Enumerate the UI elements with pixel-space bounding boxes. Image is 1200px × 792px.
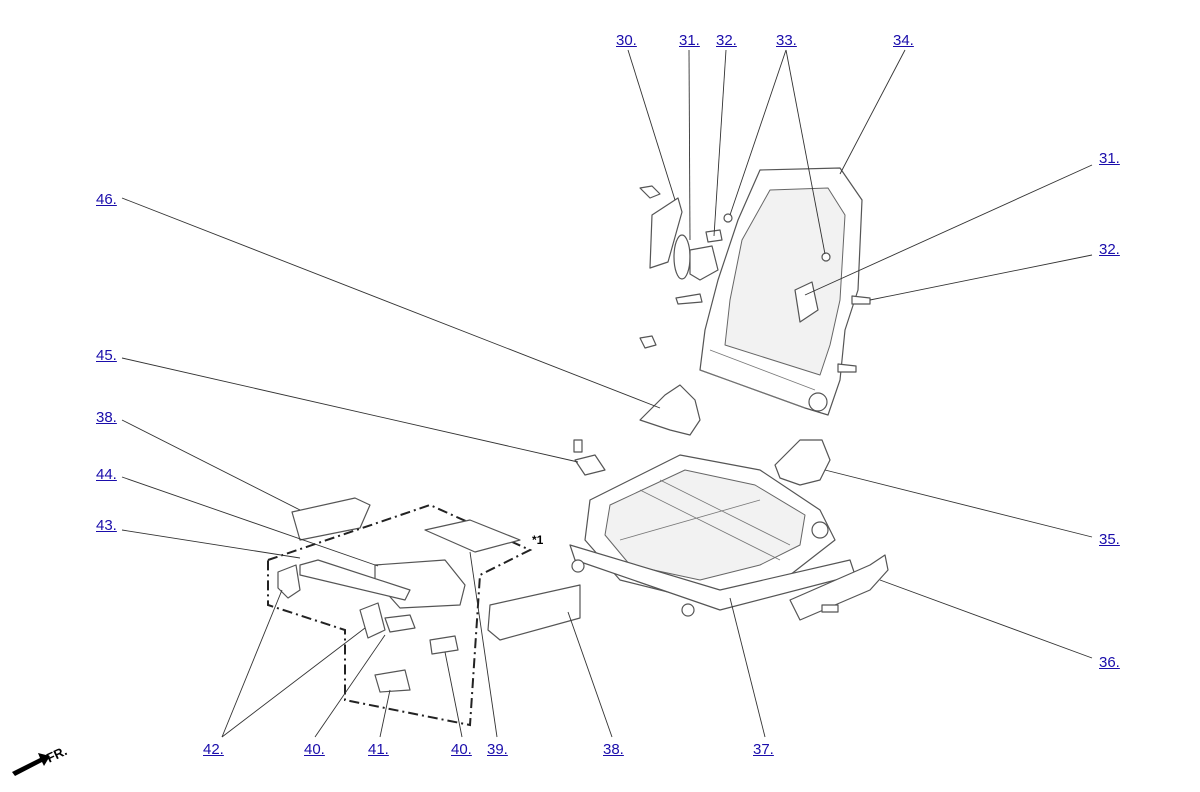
front-arrow [12,753,50,776]
seat-cushion-frame [569,454,856,617]
callout-42[interactable]: 42. [203,741,224,758]
callout-41[interactable]: 41. [368,741,389,758]
recliner-cover-left [639,185,723,349]
cover-38-lower [487,584,581,641]
callout-32-right[interactable]: 32. [1099,241,1120,258]
lower-brackets [573,384,701,476]
callout-37[interactable]: 37. [753,741,774,758]
callout-43[interactable]: 43. [96,517,117,534]
callout-30[interactable]: 30. [616,32,637,49]
callout-45[interactable]: 45. [96,347,117,364]
cover-38-upper [291,497,371,541]
callout-33[interactable]: 33. [776,32,797,49]
callout-46[interactable]: 46. [96,191,117,208]
callout-44[interactable]: 44. [96,466,117,483]
callout-38-left[interactable]: 38. [96,409,117,426]
bolt-36 [821,604,839,613]
kit-parts [277,519,521,693]
callout-31-top[interactable]: 31. [679,32,700,49]
callout-32-top[interactable]: 32. [716,32,737,49]
callout-35[interactable]: 35. [1099,531,1120,548]
callout-40-left[interactable]: 40. [304,741,325,758]
rail-cover-36 [789,554,889,621]
note-star-1: *1 [532,533,544,547]
callout-39[interactable]: 39. [487,741,508,758]
callout-31-right[interactable]: 31. [1099,150,1120,167]
callout-40-right[interactable]: 40. [451,741,472,758]
seatback-frame [699,167,863,416]
leader-lines [121,49,1093,738]
side-bracket-35 [774,439,831,486]
callout-38-bottom[interactable]: 38. [603,741,624,758]
callout-34[interactable]: 34. [893,32,914,49]
callout-36[interactable]: 36. [1099,654,1120,671]
assembly-boundary [267,503,533,727]
